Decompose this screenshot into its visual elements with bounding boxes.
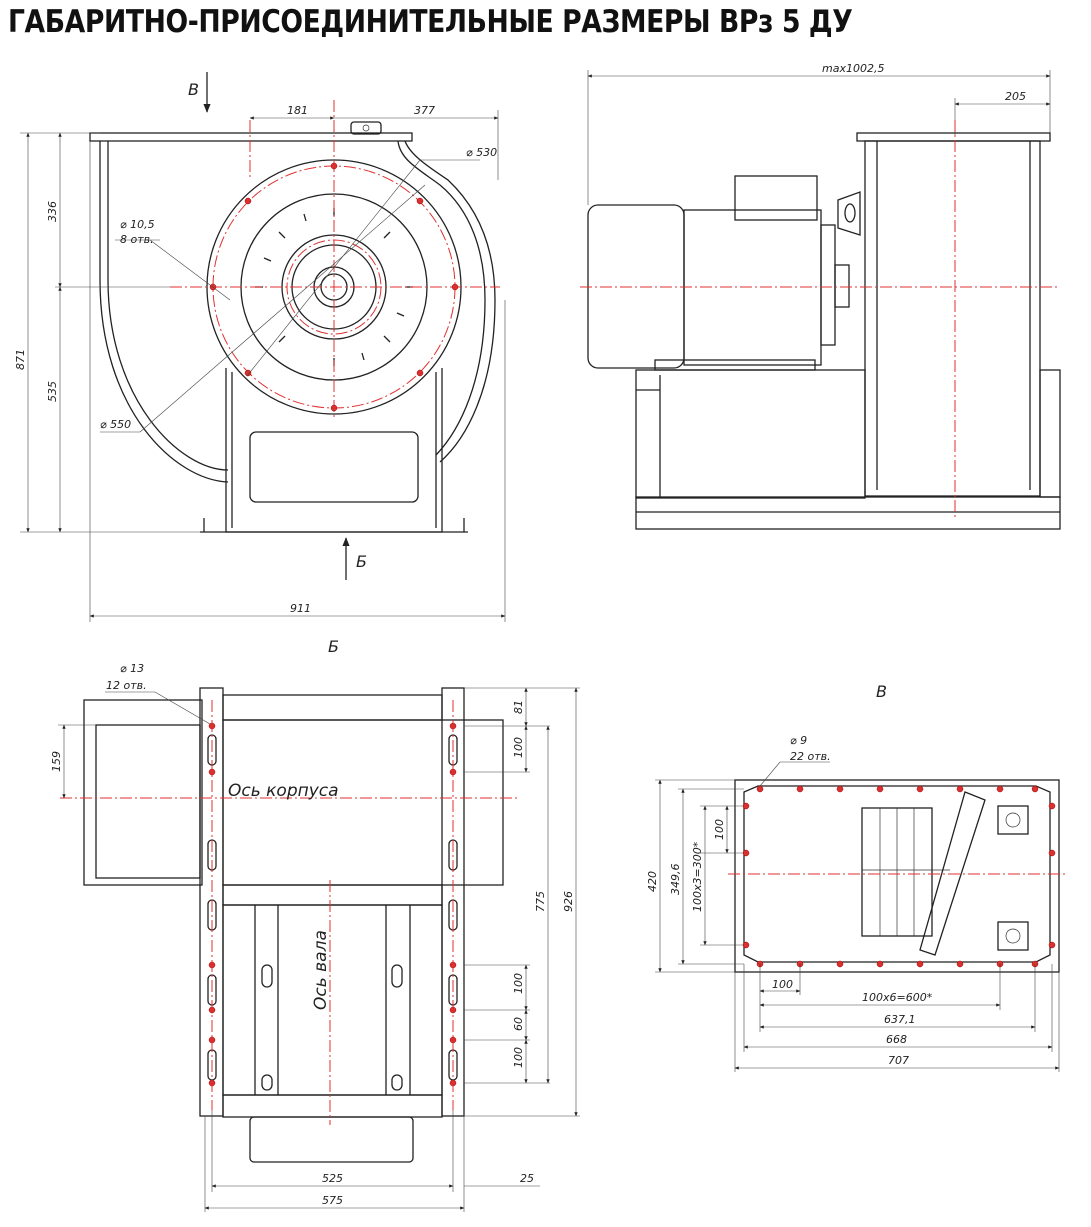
outlet-hole-diameter: ⌀ 9	[790, 734, 807, 747]
rail-hole-count: 12 отв.	[106, 679, 147, 692]
hole-count: 8 отв.	[120, 233, 154, 246]
dim-100x6: 100х6=600*	[862, 991, 933, 1004]
dim-911: 911	[290, 602, 311, 615]
dim-159: 159	[50, 751, 63, 772]
top-flange	[89, 132, 413, 142]
dim-377: 377	[414, 104, 435, 117]
dim-535: 535	[46, 381, 59, 402]
outlet-view-label: В	[876, 682, 887, 701]
view-b-label: В	[188, 80, 199, 99]
dim-668: 668	[886, 1033, 907, 1046]
dim-205: 205	[1005, 90, 1026, 103]
bottom-view: Б Ось корпуса Ось	[50, 637, 580, 1212]
outlet-flange-inner	[743, 785, 1051, 963]
dim-420: 420	[646, 871, 659, 892]
outlet-flange	[83, 699, 203, 886]
page-title: ГАБАРИТНО-ПРИСОЕДИНИТЕЛЬНЫЕ РАЗМЕРЫ ВРз …	[8, 4, 853, 40]
view-bb-label: Б	[356, 552, 367, 571]
dim-871: 871	[14, 349, 27, 370]
dim-100-v: 100	[713, 819, 726, 840]
dim-100-a: 100	[512, 737, 525, 758]
outlet-view: В ⌀ 9 22 отв. 420 349,6 100х3=300*	[646, 682, 1066, 1072]
axis-shaft-label: Ось вала	[311, 930, 331, 1010]
dim-707: 707	[888, 1054, 909, 1067]
outlet-holes	[742, 785, 1056, 968]
dim-60: 60	[512, 1017, 525, 1031]
terminal-box	[734, 175, 818, 221]
motor-outline	[249, 1116, 414, 1163]
dim-100-h: 100	[772, 978, 793, 991]
dim-100-b: 100	[512, 973, 525, 994]
bottom-view-label: Б	[328, 637, 339, 656]
front-view: В	[14, 72, 506, 622]
hole-diameter: ⌀ 10,5	[120, 218, 155, 231]
dim-25: 25	[520, 1172, 534, 1185]
dim-775: 775	[534, 891, 547, 912]
dim-336: 336	[46, 201, 59, 222]
dim-575: 575	[322, 1194, 343, 1207]
motor-stand	[225, 368, 443, 533]
fan-housing	[864, 140, 1041, 497]
dim-525: 525	[322, 1172, 343, 1185]
outlet-hole-count: 22 отв.	[790, 750, 831, 763]
dim-181: 181	[287, 104, 308, 117]
dim-926: 926	[562, 891, 575, 912]
dim-81: 81	[512, 700, 525, 714]
outlet-flange-outer	[734, 779, 1060, 973]
side-view: max1002,5 205	[580, 62, 1061, 530]
axis-body-label: Ось корпуса	[228, 781, 339, 801]
dim-637-1: 637,1	[884, 1013, 916, 1026]
base-plate	[635, 496, 1061, 530]
diameter-550: ⌀ 550	[100, 418, 131, 431]
diameter-530: ⌀ 530	[466, 146, 497, 159]
volute-outline	[107, 279, 229, 471]
dim-max: max1002,5	[822, 62, 884, 75]
motor-frame	[635, 369, 866, 499]
rail-hole-diameter: ⌀ 13	[120, 662, 144, 675]
dim-100-c: 100	[512, 1047, 525, 1068]
dim-349-6: 349,6	[669, 864, 682, 896]
dim-100x3: 100х3=300*	[691, 841, 704, 912]
